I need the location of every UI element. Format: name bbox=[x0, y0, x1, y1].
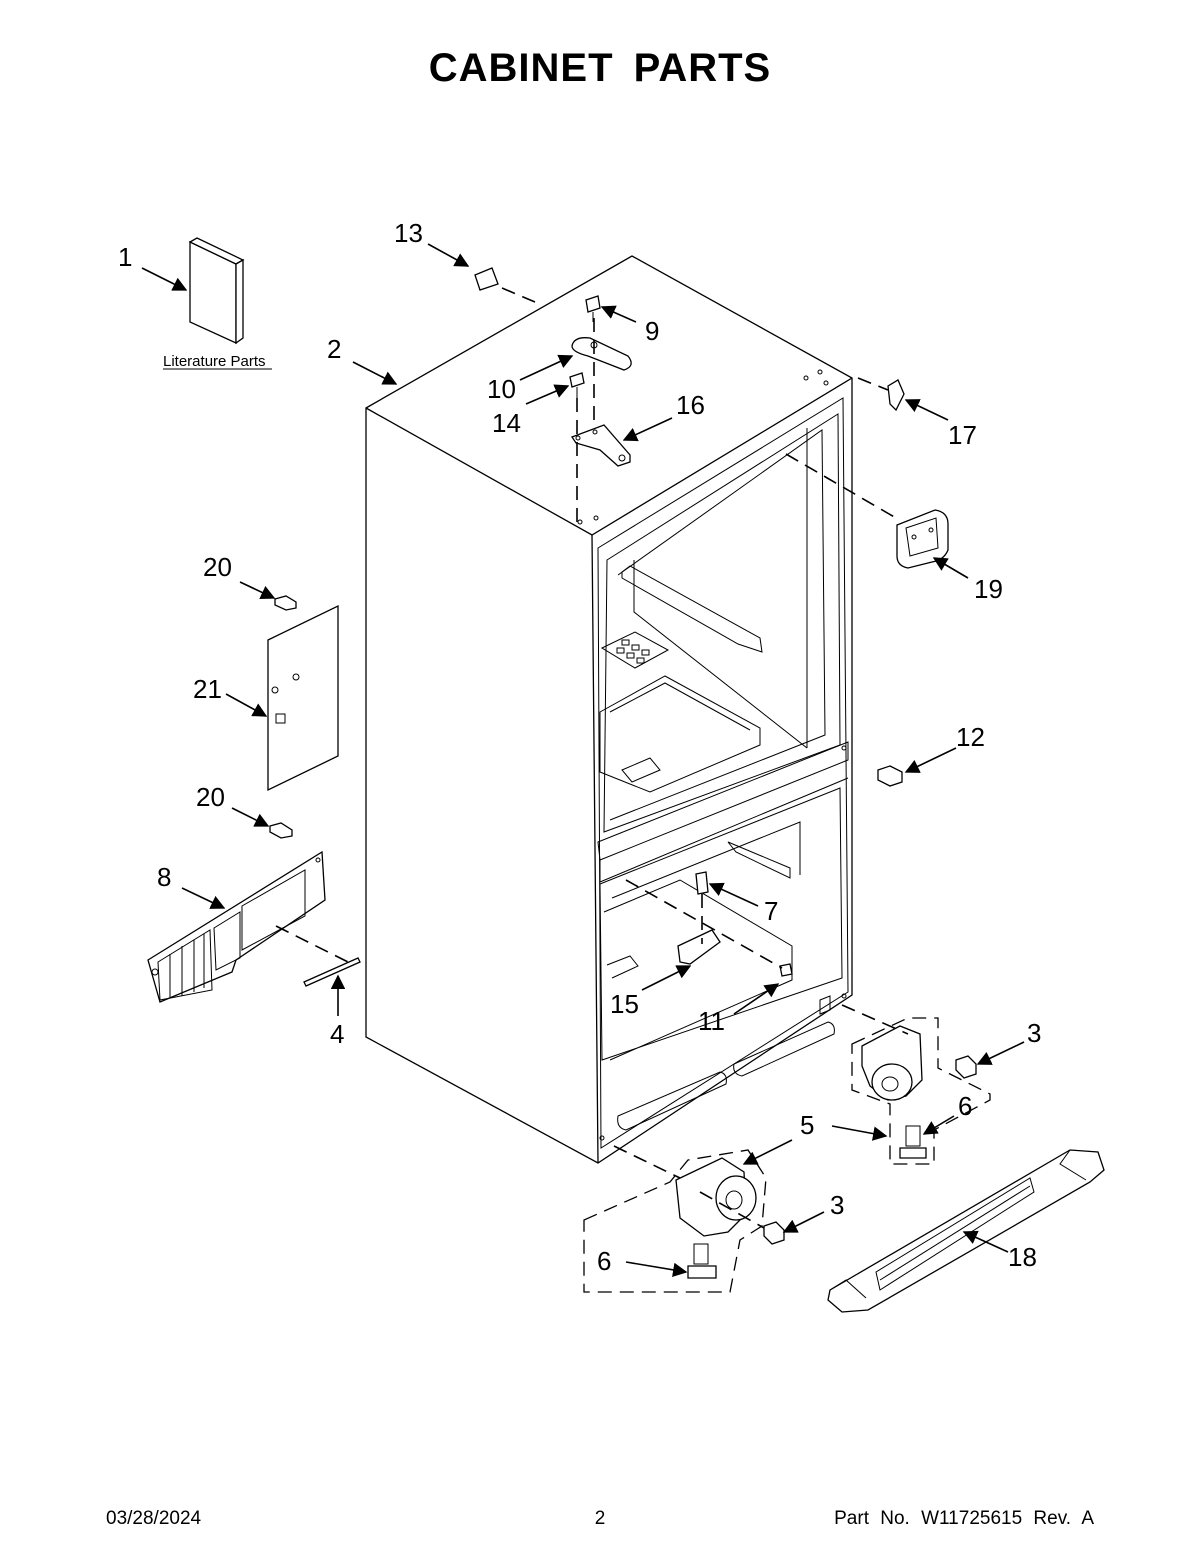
callout-2: 2 bbox=[327, 334, 341, 364]
callout-6-left: 6 bbox=[597, 1246, 611, 1276]
callout-9: 9 bbox=[645, 316, 659, 346]
callout-16: 16 bbox=[676, 390, 705, 420]
hinge-cover bbox=[896, 509, 949, 569]
top-pad bbox=[474, 267, 499, 291]
leader-dash-left-screw bbox=[699, 1191, 765, 1229]
callout-7: 7 bbox=[764, 896, 778, 926]
callout-11: 11 bbox=[698, 1006, 725, 1036]
literature-parts-book bbox=[188, 237, 245, 345]
mullion-screw bbox=[877, 765, 903, 787]
left-roller-assembly bbox=[583, 1149, 785, 1293]
callout-14: 14 bbox=[492, 408, 521, 438]
lower-inner-parts bbox=[625, 871, 793, 977]
leader-dash-13 bbox=[501, 287, 536, 303]
callout-20-lower: 20 bbox=[196, 782, 225, 812]
crisper-control-grid bbox=[600, 631, 670, 669]
callout-17: 17 bbox=[948, 420, 977, 450]
footer-date: 03/28/2024 bbox=[106, 1508, 202, 1529]
callout-19: 19 bbox=[974, 574, 1003, 604]
right-roller-assembly bbox=[851, 1017, 991, 1165]
callout-20-upper: 20 bbox=[203, 552, 232, 582]
callout-arrows bbox=[141, 243, 1025, 1277]
gasket-strip bbox=[303, 957, 361, 987]
callout-12: 12 bbox=[956, 722, 985, 752]
rear-access-panel bbox=[267, 604, 339, 792]
callout-13: 13 bbox=[394, 218, 423, 248]
literature-parts-label: Literature Parts bbox=[163, 353, 266, 370]
leader-dash-8 bbox=[275, 925, 349, 963]
callout-18: 18 bbox=[1008, 1242, 1037, 1272]
footer-page-number: 2 bbox=[594, 1508, 606, 1529]
leader-dash-left-roller bbox=[613, 1145, 681, 1179]
callout-8: 8 bbox=[157, 862, 171, 892]
page-title: CABINET PARTS bbox=[428, 46, 772, 90]
callout-15: 15 bbox=[610, 989, 639, 1019]
panel-screw-upper bbox=[274, 595, 297, 611]
leader-dash-right-roller bbox=[841, 1004, 909, 1035]
base-grille bbox=[827, 1149, 1105, 1313]
callout-3-right: 3 bbox=[1027, 1018, 1041, 1048]
callout-6-right: 6 bbox=[958, 1091, 972, 1121]
leader-dash-19 bbox=[785, 453, 897, 519]
callout-10: 10 bbox=[487, 374, 516, 404]
callout-4: 4 bbox=[330, 1019, 344, 1049]
footer-part-number: Part No. W11725615 Rev. A bbox=[834, 1508, 1094, 1529]
callout-5: 5 bbox=[800, 1110, 814, 1140]
leader-dash-17 bbox=[857, 377, 889, 391]
top-hinge-assembly bbox=[569, 295, 632, 522]
callout-21: 21 bbox=[193, 674, 222, 704]
rear-grille bbox=[147, 850, 326, 1003]
hinge-clip bbox=[887, 379, 905, 412]
refrigerator-cabinet bbox=[365, 255, 853, 1164]
callout-3-left: 3 bbox=[830, 1190, 844, 1220]
panel-screw-lower bbox=[269, 822, 293, 839]
callout-1: 1 bbox=[118, 242, 132, 272]
